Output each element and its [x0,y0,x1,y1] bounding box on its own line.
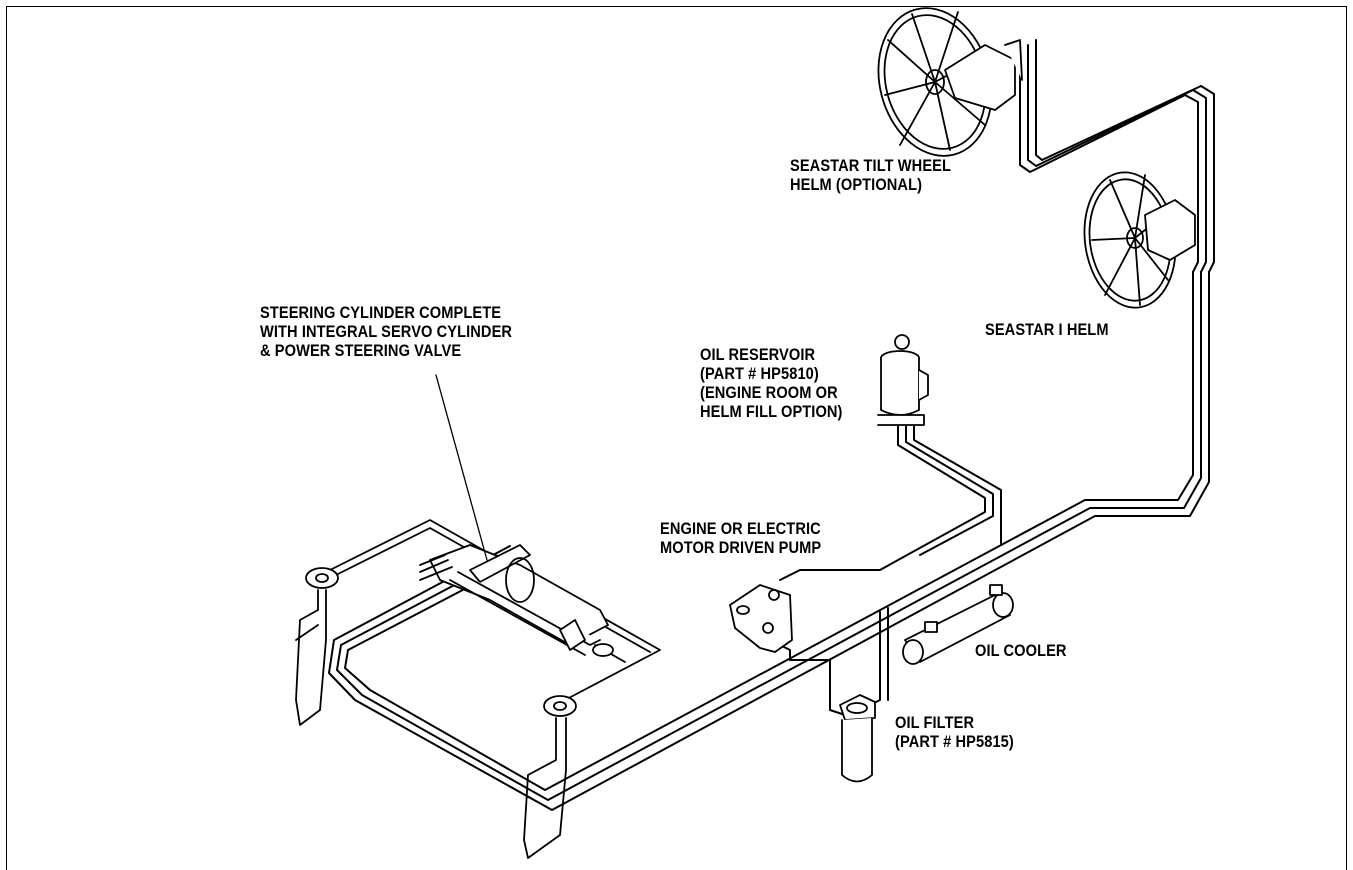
oil-filter [839,694,876,783]
main-hose-bundle [328,85,1215,811]
tilt-helm-hoses [1019,39,1202,173]
rudder-tie-bar-frame [319,519,661,701]
steering-cylinder-leader [435,374,488,561]
oil-reservoir-label: OIL RESERVOIR (PART # HP5810) (ENGINE RO… [700,345,843,421]
reservoir-hoses [779,419,1002,581]
seastar-helm [1083,171,1196,309]
oil-cooler [902,584,1014,665]
diagram-frame [6,6,1347,870]
pump-label: ENGINE OR ELECTRIC MOTOR DRIVEN PUMP [660,519,822,557]
steering-cylinder-label: STEERING CYLINDER COMPLETE WITH INTEGRAL… [260,303,513,360]
steering-cylinder [419,544,626,663]
right-rudder [523,695,577,859]
oil-reservoir [877,334,929,426]
tilt-wheel-helm [877,7,1023,157]
oil-cooler-label: OIL COOLER [975,641,1067,660]
oil-filter-label: OIL FILTER (PART # HP5815) [895,713,1014,751]
left-rudder [295,567,339,726]
pump [729,584,793,653]
seastar-helm-label: SEASTAR I HELM [985,320,1109,339]
tilt-helm-label: SEASTAR TILT WHEEL HELM (OPTIONAL) [790,156,952,194]
